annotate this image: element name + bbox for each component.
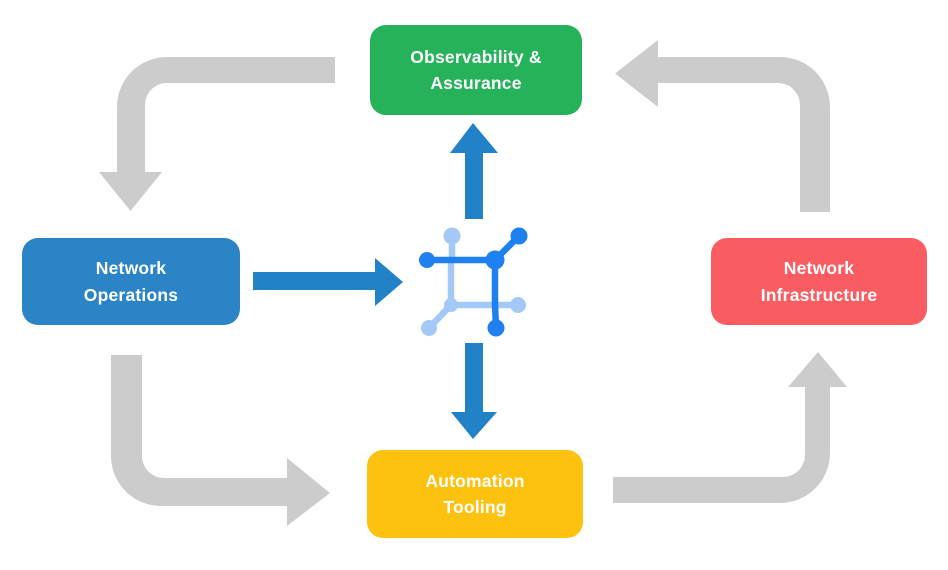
node-label: Network Infrastructure: [760, 258, 878, 305]
gray-arrow-operations-to-automation: [111, 355, 330, 526]
gray-arrow-observability-to-operations: [99, 57, 335, 211]
node-label: Observability & Assurance: [410, 46, 542, 93]
blue-arrow-center-to-observability: [450, 123, 498, 219]
node-label: Automation Tooling: [425, 470, 525, 517]
node-label: Network Operations: [83, 258, 179, 305]
network-node-icon: [419, 227, 528, 337]
blue-arrow-center-to-automation: [451, 343, 497, 439]
node-automation-tooling: Automation Tooling: [367, 450, 583, 538]
gray-arrow-automation-to-infrastructure: [613, 352, 847, 503]
blue-arrow-operations-to-center: [253, 258, 403, 306]
gray-arrow-infrastructure-to-observability: [615, 40, 830, 212]
node-network-infrastructure: Network Infrastructure: [711, 238, 927, 325]
node-observability-assurance: Observability & Assurance: [370, 25, 582, 115]
node-network-operations: Network Operations: [22, 238, 240, 325]
